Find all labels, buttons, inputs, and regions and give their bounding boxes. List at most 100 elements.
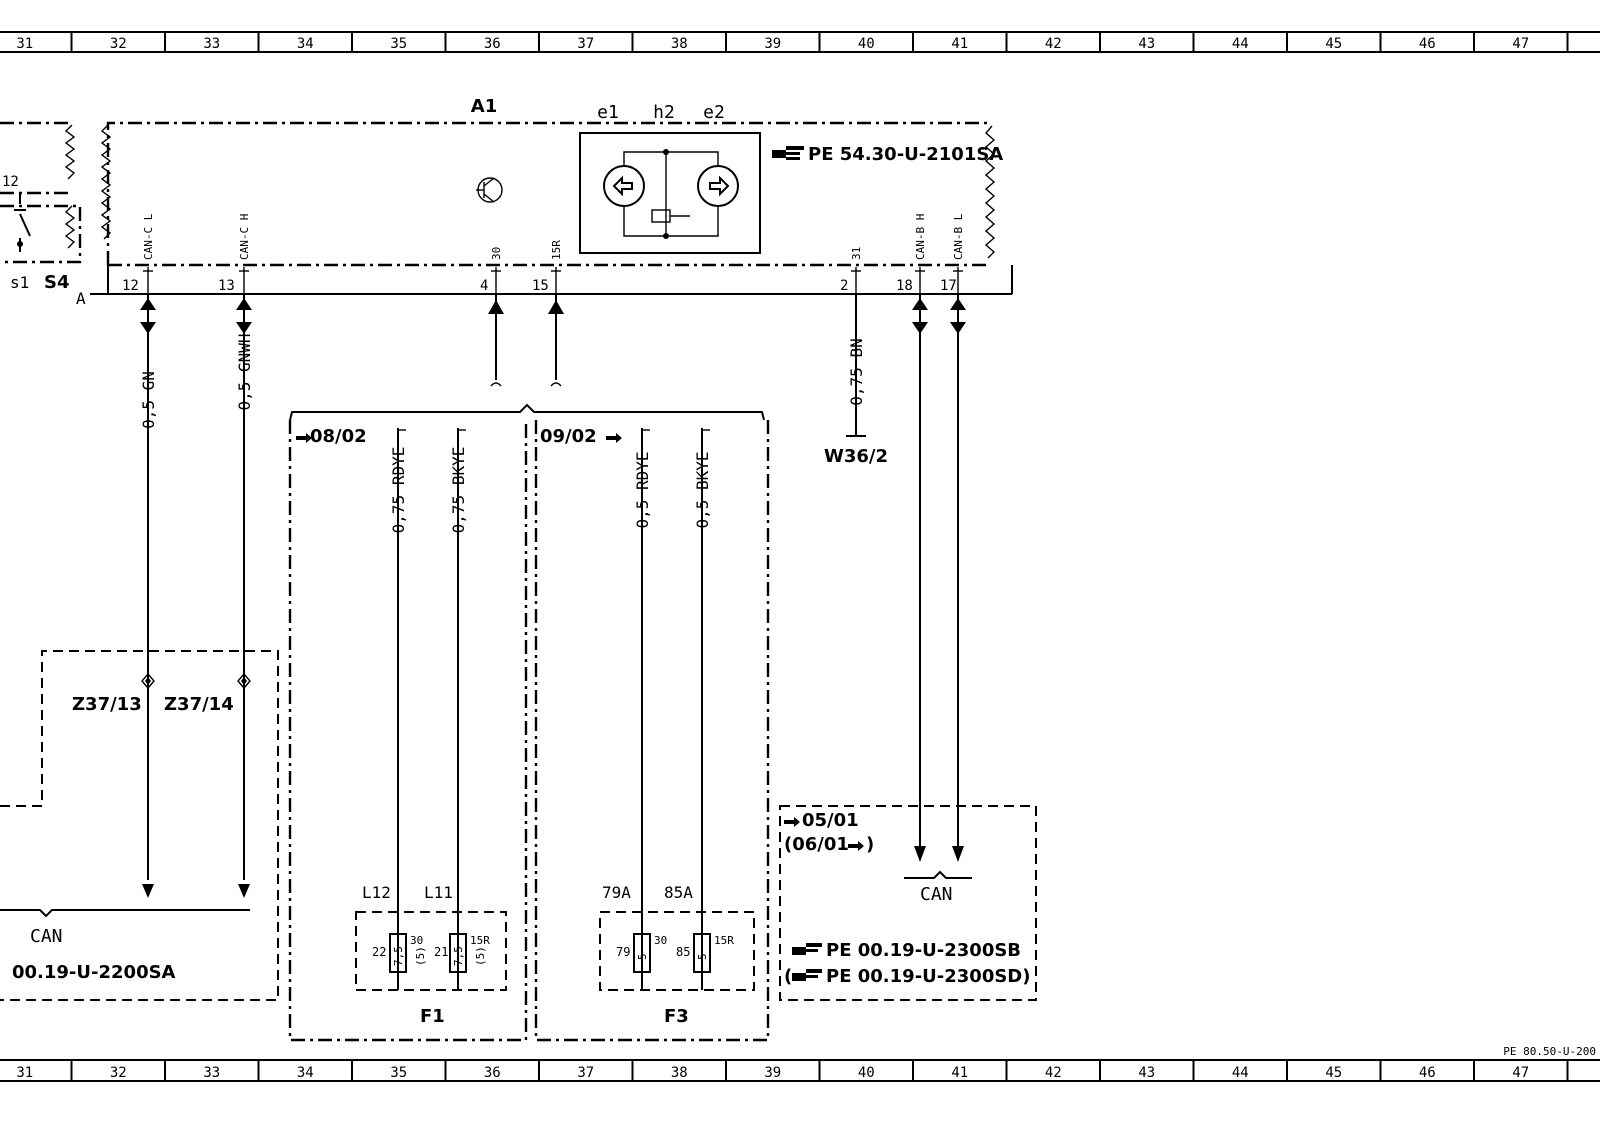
fuse-rating: 5 [636,953,649,960]
grid-column-label: 36 [484,1065,501,1081]
pin-number: 17 [940,278,957,294]
arrow-right-icon [296,433,312,443]
right-arrow-icon [709,175,730,197]
grid-column-label: 45 [1325,36,1342,52]
indicator-e2-label: e2 [703,102,725,123]
grid-column-label: 39 [764,1065,781,1081]
sheet-reference: PE 80.50-U-200 [1503,1045,1596,1058]
ground-wire: 0,75 BN W36/2 [824,294,888,467]
control-module-a1: A1 PE 54.30-U-2101SA A e1 h2 e2 [76,96,1013,308]
grid-column-label: 37 [577,36,594,52]
pin-signal: CAN-C H [238,214,251,260]
grid-column-label: 38 [671,36,688,52]
grid-column-label: 40 [858,36,875,52]
switch-pin: 12 [2,174,19,190]
fuse-rating: 7,5 [452,946,465,966]
svg-text:): ) [866,834,874,855]
ground-label: W36/2 [824,446,888,467]
grid-column-label: 32 [110,36,127,52]
pin-signal: CAN-B L [952,213,965,260]
pin-signal: 30 [490,247,503,260]
indicator-e1-label: e1 [597,102,619,123]
splice-label-z37-14: Z37/14 [164,694,234,715]
wire-label-bkye-a: 0,75 BKYE [449,447,468,534]
grid-column-label: 36 [484,36,501,52]
grid-column-label: 47 [1512,1065,1529,1081]
can-right-label: CAN [920,884,953,905]
pin-signal: CAN-B H [914,214,927,260]
grid-column-label: 43 [1138,1065,1155,1081]
power-feed-wires [289,294,765,421]
grid-column-label: 33 [203,36,220,52]
fuse-alt-rating: (5) [474,946,487,966]
grid-column-label: 39 [764,36,781,52]
variant-b-date: 09/02 [540,426,597,447]
fuse-block-f1: L12 L11 22 7,5 30 (5) 21 7,5 15R (5) F1 [355,883,507,1027]
fuse-rating: 5 [696,953,709,960]
grid-column-label: 35 [390,36,407,52]
can-b-zone: 05/01 (06/01 ) CAN PE 00.19-U-2300SB ( P… [779,805,1037,1001]
fuse-terminal-85a: 85A [664,883,693,902]
pin-signal: 15R [550,240,563,260]
grid-column-label: 44 [1232,1065,1249,1081]
can-left-reference: 00.19-U-2200SA [12,962,176,983]
grid-column-label: 38 [671,1065,688,1081]
reference-hand-icon [772,146,804,160]
variant-a-date: 08/02 [310,426,367,447]
switch-s1-label: s1 [10,273,29,292]
pin-2: 2 31 [840,247,863,294]
pin-number: 4 [480,278,488,294]
left-arrow-icon [612,175,633,197]
reference-hand-icon [792,943,822,955]
pin-13: 13 CAN-C H [218,214,251,294]
fuse-rating: 7,5 [392,946,405,966]
grid-column-label: 34 [297,36,314,52]
pin-number: 13 [218,278,235,294]
can-right-reference1: PE 00.19-U-2300SB [826,940,1021,961]
grid-column-label: 46 [1419,1065,1436,1081]
fuse-block-label: F1 [420,1006,445,1027]
grid-column-label: 46 [1419,36,1436,52]
fuse-terminal-79a: 79A [602,883,631,902]
pin-signal: 31 [850,247,863,260]
fuse-terminal-l11: L11 [424,883,453,902]
transistor-icon [476,177,503,203]
fuse-terminal: 30 [410,934,423,947]
pin-number: 12 [122,278,139,294]
pin-number: 15 [532,278,549,294]
fuse-pin: 22 [372,945,386,959]
module-label: A1 [471,96,497,117]
variant-b-box: 09/02 0,5 RDYE 0,5 BKYE 79A 85A 79 5 30 … [534,420,770,1042]
grid-column-label: 35 [390,1065,407,1081]
grid-column-label: 32 [110,1065,127,1081]
fuse-alt-rating: (5) [414,946,427,966]
can-c-wires: 0,5 GN 0,5 GNWH [139,294,254,898]
pin-15: 15 15R [532,240,563,294]
can-left-label: CAN [30,926,63,947]
pin-18: 18 CAN-B H [896,214,927,294]
fuse-terminal: 15R [470,934,490,947]
pin-number: 18 [896,278,913,294]
arrow-right-icon [848,841,864,851]
pin-4: 4 30 [480,247,503,294]
wire-label-gn: 0,5 GN [139,371,158,429]
splice-label-z37-13: Z37/13 [72,694,142,715]
switch-module-s4: 12 s1 S4 [0,121,82,293]
reference-hand-icon [792,969,822,981]
fuse-pin: 85 [676,945,690,959]
grid-column-label: 31 [16,1065,33,1081]
pin-number: 2 [840,278,848,294]
can-right-reference2: PE 00.19-U-2300SD) [826,966,1030,987]
grid-column-label: 34 [297,1065,314,1081]
grid-column-label: 33 [203,1065,220,1081]
pin-17: 17 CAN-B L [940,213,965,294]
grid-column-label: 45 [1325,1065,1342,1081]
indicator-h2-label: h2 [653,102,675,123]
pin-signal: CAN-C L [142,213,155,260]
fuse-terminal: 30 [654,934,667,947]
fuse-terminal-l12: L12 [362,883,391,902]
grid-column-label: 44 [1232,36,1249,52]
connector-pins: 12 CAN-C L 13 CAN-C H 4 30 15 15R 2 31 [122,213,965,294]
